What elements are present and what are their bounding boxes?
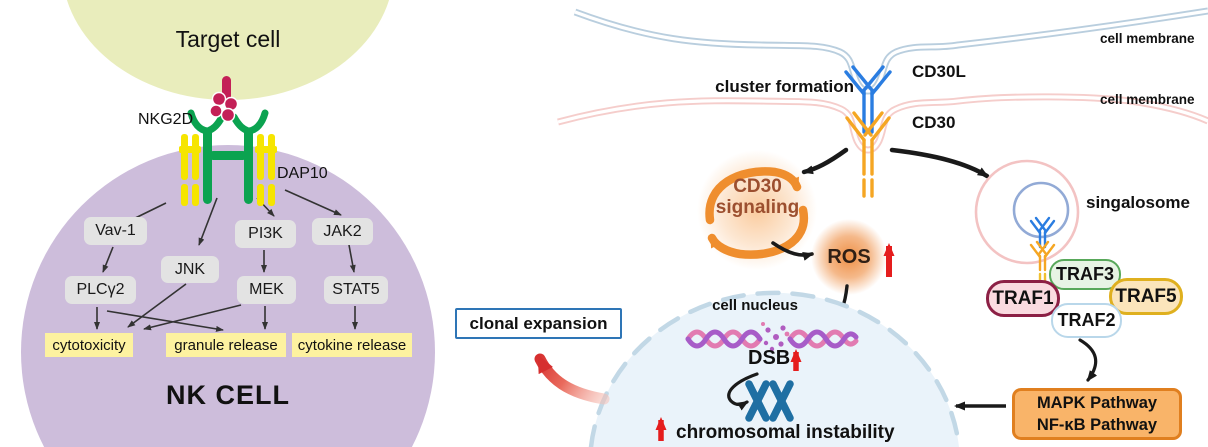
traf-to-mapk-arrow xyxy=(1078,338,1098,382)
traf5-pill: TRAF5 xyxy=(1109,278,1183,315)
nfkb-pathway-line: NF-κB Pathway xyxy=(1036,416,1158,434)
node-mek: MEK xyxy=(237,276,296,304)
node-jnk: JNK xyxy=(161,256,219,283)
chromosome-icon xyxy=(745,380,794,422)
outcome-cytokine-release: cytokine release xyxy=(292,333,412,357)
cd30l-label: CD30L xyxy=(912,62,966,81)
signaling-to-ros-arrow xyxy=(771,241,814,261)
ros-label: ROS xyxy=(827,246,871,268)
cluster-branch-arrows xyxy=(801,147,990,179)
node-pi3k: PI3K xyxy=(235,220,296,248)
dap10-label: DAP10 xyxy=(277,165,328,182)
ligand-icon xyxy=(209,76,239,123)
singalosome-icon xyxy=(974,159,1080,291)
membrane-top xyxy=(573,7,1208,95)
outcome-granule-release: granule release xyxy=(166,333,286,357)
dna-helix-icon xyxy=(685,322,859,352)
nkg2d-receptor-icon xyxy=(179,76,277,206)
membrane-bottom xyxy=(557,93,1208,154)
mapk-pathway-line: MAPK Pathway xyxy=(1036,394,1158,412)
dsb-to-chromosome-arrow xyxy=(727,372,759,411)
membrane-top-label: cell membrane xyxy=(1100,31,1195,46)
chromosomal-instability-label: chromosomal instability xyxy=(676,422,895,443)
traf2-pill: TRAF2 xyxy=(1051,303,1122,338)
traf3-pill: TRAF3 xyxy=(1049,259,1121,290)
cluster-formation-label: cluster formation xyxy=(715,77,854,96)
mapk-nfkb-box: MAPK Pathway NF-κB Pathway xyxy=(1012,388,1182,440)
clonal-expansion-box: clonal expansion xyxy=(455,308,622,339)
node-vav1: Vav-1 xyxy=(84,217,147,245)
cd30-receptor-icon xyxy=(845,111,891,198)
dsb-label: DSB xyxy=(748,347,791,369)
node-stat5: STAT5 xyxy=(324,276,388,304)
traf1-pill: TRAF1 xyxy=(986,280,1060,317)
ros-glow xyxy=(811,219,887,295)
nucleus-to-clonal-arrow xyxy=(534,353,610,405)
cd30-signaling-cycle-icon xyxy=(697,150,817,270)
membrane-bottom-label: cell membrane xyxy=(1100,92,1195,107)
cd30-signaling-line2: signaling xyxy=(715,197,800,218)
nk-cell-label: NK CELL xyxy=(166,380,290,410)
node-jak2: JAK2 xyxy=(312,218,373,245)
target-cell-shape xyxy=(67,0,389,100)
cd30-signaling-line1: CD30 xyxy=(733,176,782,197)
nucleus-dome xyxy=(588,290,962,447)
target-cell-label: Target cell xyxy=(175,26,281,52)
outcome-cytotoxicity: cytotoxicity xyxy=(45,333,133,357)
cd30-signaling-label: CD30 signaling xyxy=(700,176,815,218)
nkg2d-label: NKG2D xyxy=(138,111,194,128)
cell-nucleus-label: cell nucleus xyxy=(712,297,798,314)
node-plcg2: PLCγ2 xyxy=(65,276,136,304)
singalosome-label: singalosome xyxy=(1086,193,1190,212)
cd30-label: CD30 xyxy=(912,113,956,132)
